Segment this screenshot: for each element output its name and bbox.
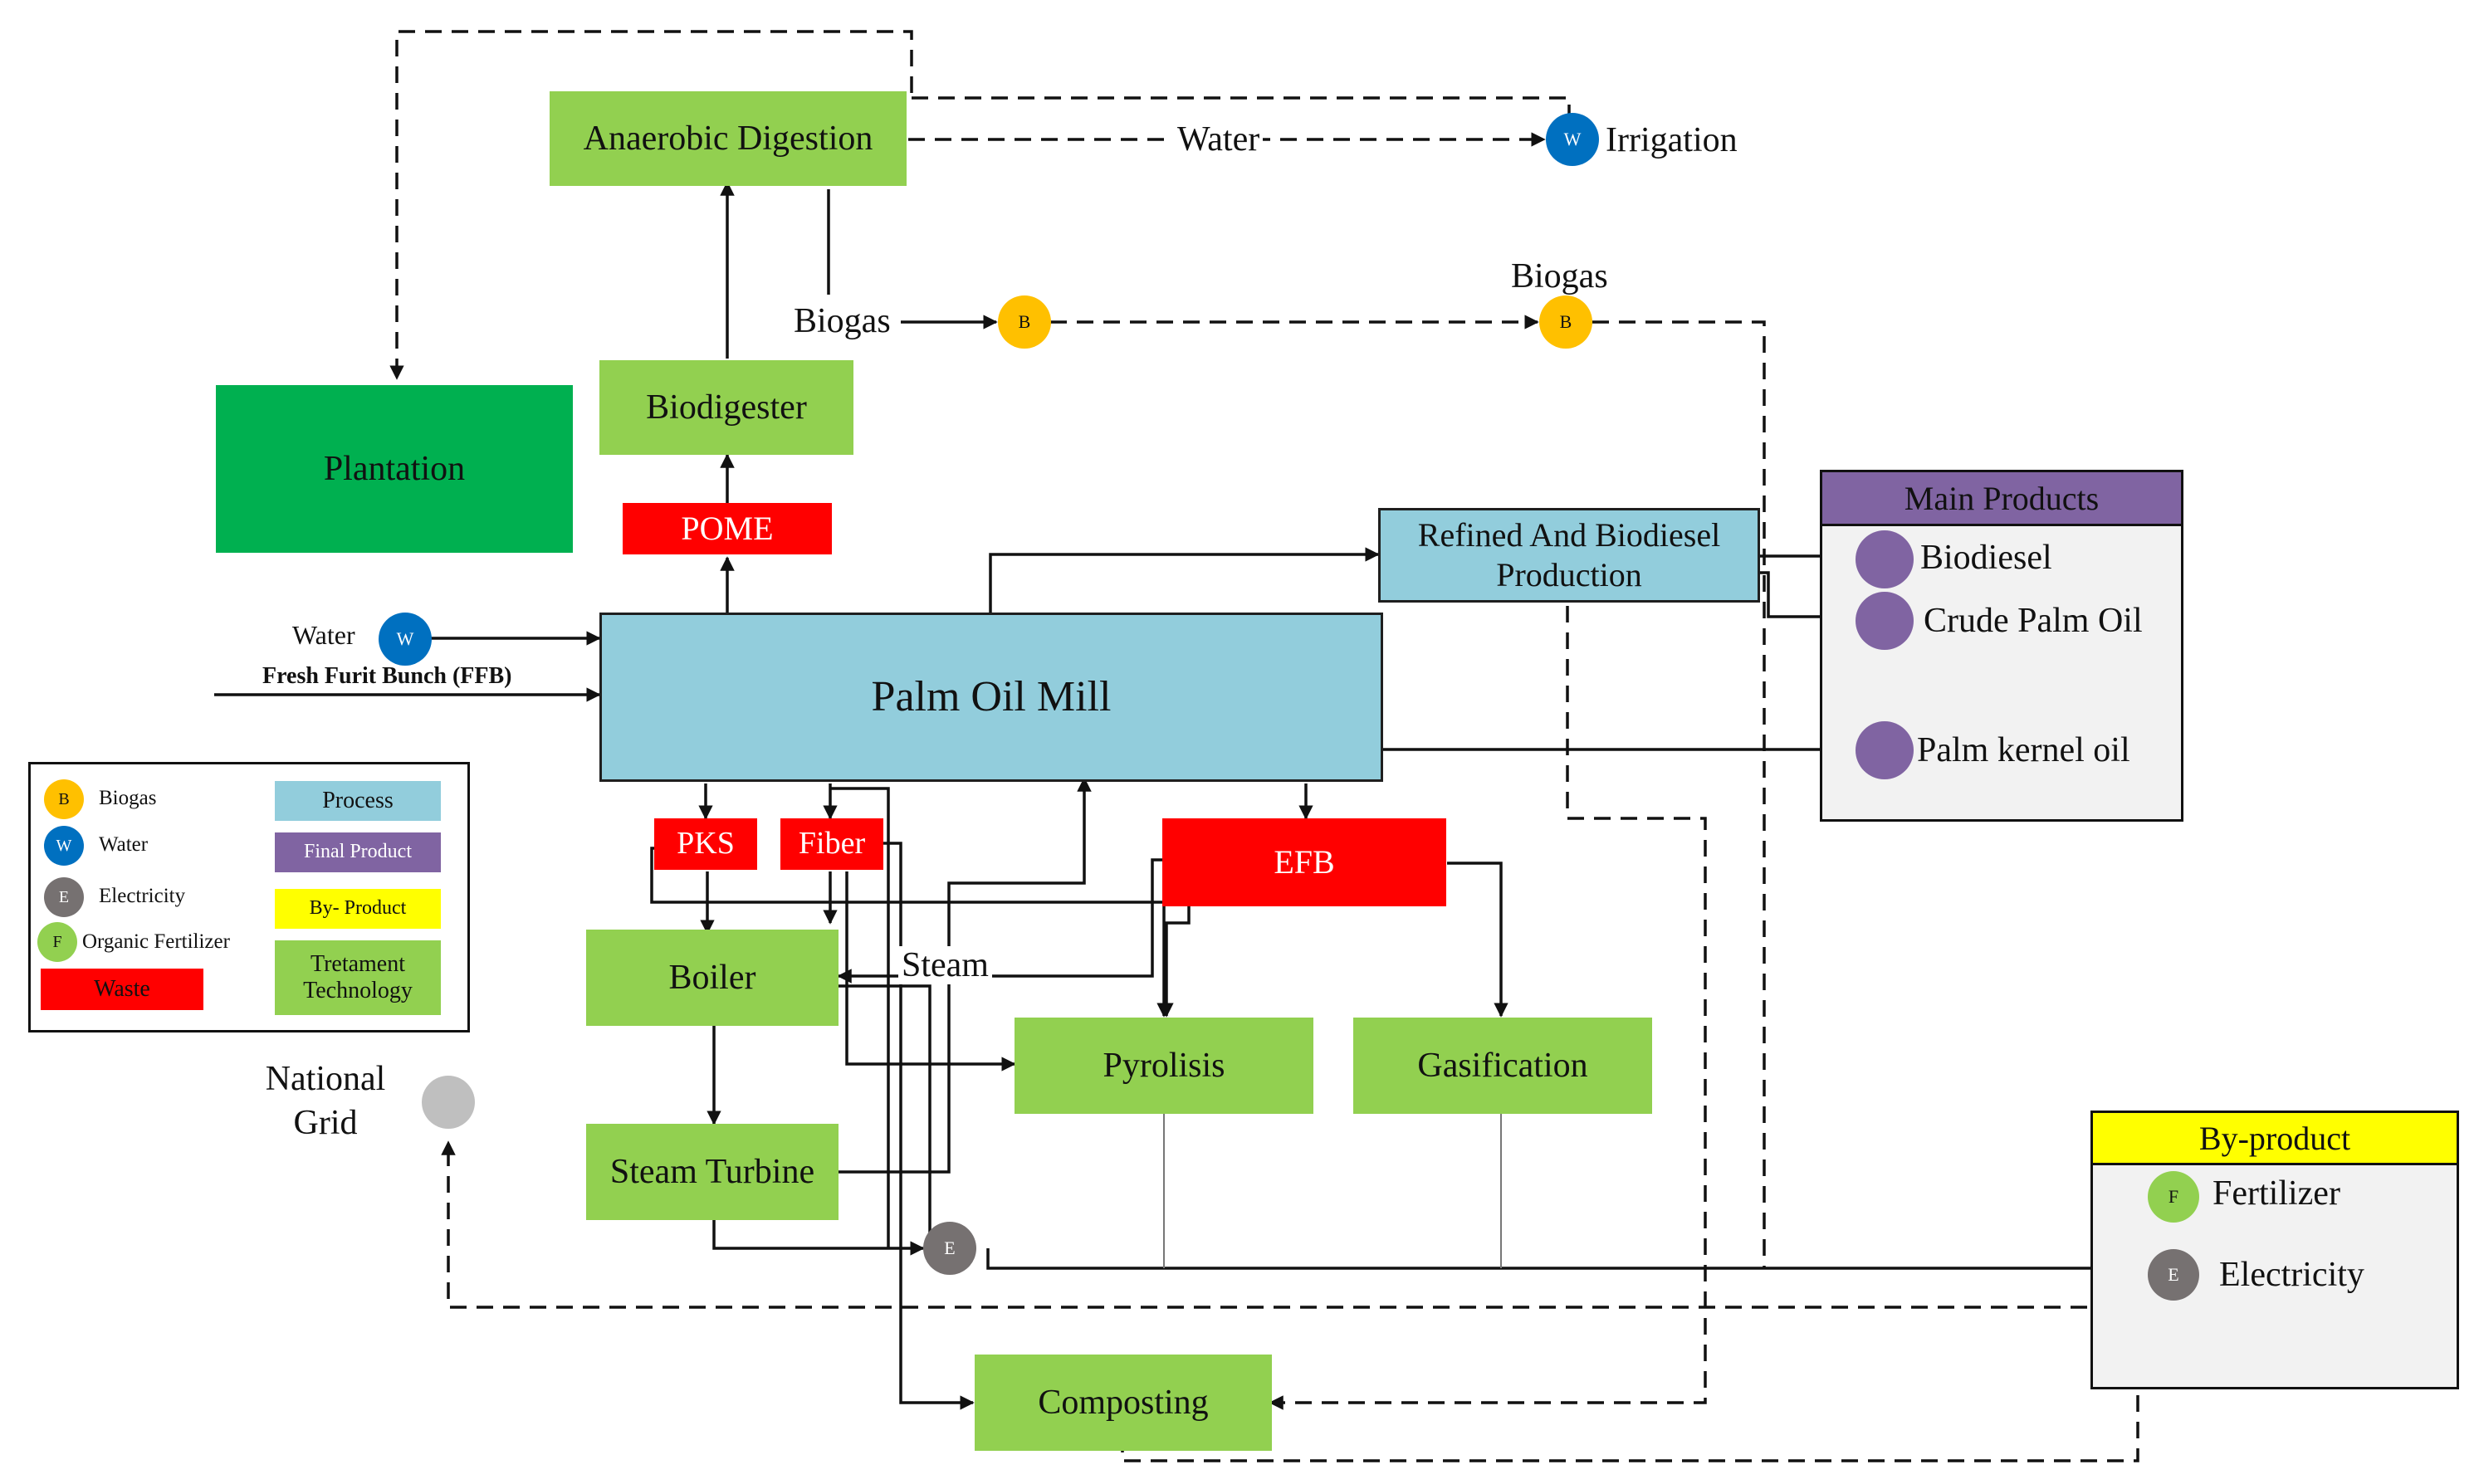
dashed-byproduct-to-national-grid [441, 1140, 2140, 1309]
arrow-turbine-steam-to-mill [839, 777, 1092, 1174]
plantation-box: Plantation [216, 385, 573, 553]
national-grid-label: National Grid [265, 1060, 386, 1142]
anaerobic-digestion-box: Anaerobic Digestion [550, 91, 907, 186]
biodigester-label: Biodigester [646, 388, 807, 427]
water-flow-label: Water [1174, 120, 1264, 159]
boiler-label: Boiler [668, 958, 756, 997]
fertilizer-marker: F [2148, 1171, 2199, 1223]
biogas-marker-2: B [1539, 295, 1592, 349]
palm-kernel-oil-marker [1856, 721, 1914, 779]
arrow-turbine-to-electricity [712, 1220, 925, 1256]
pome-box: POME [623, 503, 832, 554]
by-product-panel: By-product F Fertilizer E Electricity [2090, 1111, 2459, 1389]
arrow-efb-to-boiler [837, 858, 1162, 984]
boiler-box: Boiler [586, 930, 839, 1026]
biogas-marker-1: B [998, 295, 1051, 349]
line-boiler-to-pyrolisis [839, 984, 931, 1248]
ffb-input-label: Fresh Furit Bunch (FFB) [262, 663, 512, 689]
water-irrigation-marker: W [1546, 113, 1599, 166]
legend-by-product-swatch: By- Product [275, 889, 441, 929]
crude-palm-oil-marker [1856, 592, 1914, 650]
fiber-label: Fiber [798, 826, 866, 862]
anaerobic-digestion-label: Anaerobic Digestion [583, 119, 873, 158]
biodiesel-label: Biodiesel [1920, 539, 2052, 577]
pyrolisis-label: Pyrolisis [1103, 1046, 1225, 1085]
palm-oil-mill-label: Palm Oil Mill [871, 672, 1112, 720]
steam-turbine-label: Steam Turbine [609, 1152, 815, 1191]
composting-box: Composting [975, 1355, 1272, 1451]
arrow-refined-to-cpo [1760, 571, 1855, 624]
gasification-label: Gasification [1417, 1046, 1588, 1085]
dashed-biogas-b2-to-byproduct [1592, 320, 1766, 1268]
efb-box: EFB [1162, 818, 1446, 906]
legend-biogas-marker: B [44, 779, 84, 819]
arrow-efb-to-gasification [1447, 862, 1508, 1018]
legend-fertilizer-marker: F [37, 922, 77, 962]
main-products-title: Main Products [1822, 472, 2181, 526]
plantation-label: Plantation [323, 449, 466, 488]
crude-palm-oil-label: Crude Palm Oil [1924, 602, 2143, 640]
steam-label: Steam [898, 946, 992, 985]
main-products-panel: Main Products Biodiesel Crude Palm Oil P… [1820, 470, 2183, 822]
electricity-marker: E [923, 1222, 976, 1275]
biogas-left-label: Biogas [794, 302, 891, 340]
legend-water-marker: W [44, 826, 84, 866]
national-grid-icon [422, 1076, 475, 1129]
line-mill-to-fiber-side [830, 787, 890, 1248]
legend-process-swatch: Process [275, 781, 441, 821]
legend-final-product-swatch: Final Product [275, 832, 441, 872]
dashed-ad-to-plantation [389, 30, 913, 380]
irrigation-label: Irrigation [1606, 121, 1738, 159]
efb-label: EFB [1274, 843, 1335, 881]
pks-label: PKS [677, 826, 735, 862]
legend: B Biogas W Water E Electricity F Organic… [28, 762, 470, 1032]
steam-turbine-box: Steam Turbine [586, 1124, 839, 1220]
arrow-fiber-to-pyrolisis [845, 871, 1016, 1072]
water-input-label: Water [292, 620, 355, 650]
arrow-mill-to-refined [989, 547, 1380, 614]
biogas-right-label: Biogas [1511, 257, 1608, 295]
legend-biogas-label: Biogas [99, 787, 157, 809]
fertilizer-label: Fertilizer [2213, 1174, 2340, 1213]
legend-electricity-label: Electricity [99, 885, 186, 907]
electricity-byproduct-label: Electricity [2219, 1256, 2364, 1294]
legend-fertilizer-label: Organic Fertilizer [82, 930, 230, 953]
refined-biodiesel-label: Refined And Biodiesel Production [1417, 516, 1721, 593]
palm-kernel-oil-label: Palm kernel oil [1917, 731, 2130, 769]
pyrolisis-box: Pyrolisis [1015, 1018, 1313, 1114]
arrow-efb-to-pyrolisis [1159, 906, 1191, 1018]
pome-label: POME [681, 510, 774, 547]
biodiesel-marker [1856, 530, 1914, 588]
arrow-electricity-to-byproduct [986, 1248, 2142, 1276]
gasification-box: Gasification [1353, 1018, 1652, 1114]
electricity-byproduct-marker: E [2148, 1249, 2199, 1301]
palm-oil-mill-box: Palm Oil Mill [599, 613, 1383, 782]
legend-waste-swatch: Waste [41, 969, 203, 1010]
arrow-fiber-to-composting [878, 842, 975, 1410]
legend-electricity-marker: E [44, 877, 84, 917]
dashed-refined-to-composting [1269, 606, 1707, 1410]
composting-label: Composting [1038, 1383, 1209, 1422]
legend-treatment-swatch: Tretament Technology [275, 940, 441, 1015]
dashed-ad-to-irrigation-top [912, 96, 1571, 116]
legend-water-label: Water [99, 833, 149, 856]
biodigester-box: Biodigester [599, 360, 853, 455]
pks-box: PKS [654, 818, 757, 870]
refined-biodiesel-box: Refined And Biodiesel Production [1378, 508, 1760, 603]
dashed-composting-to-fertilizer [1121, 1186, 2148, 1462]
fiber-box: Fiber [780, 818, 883, 870]
water-input-marker: W [379, 613, 432, 666]
by-product-title: By-product [2093, 1113, 2457, 1165]
